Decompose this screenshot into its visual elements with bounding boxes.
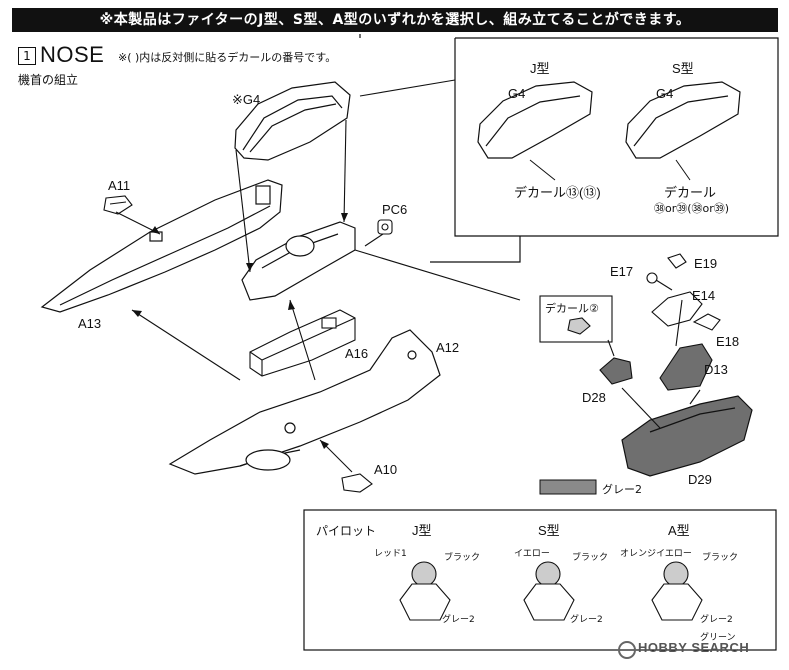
variant-s-decal-line2: ㊳or㊴(㊳or㊴) xyxy=(654,202,730,215)
label-e19: E19 xyxy=(694,256,718,271)
pilot-s-visor-color: ブラック xyxy=(572,553,609,563)
canopy-g4 xyxy=(234,81,351,161)
label-d28: D28 xyxy=(582,390,606,405)
pilot-a-visor-color: ブラック xyxy=(702,553,739,563)
pilot-s xyxy=(523,561,575,621)
canopy-j-variant xyxy=(477,81,593,159)
watermark: HOBBY SEARCH xyxy=(638,640,750,655)
pilot-a-suit2-color: グリーン xyxy=(700,633,736,643)
label-e14: E14 xyxy=(692,288,716,303)
canopy-variant-frame xyxy=(359,34,779,237)
part-e14 xyxy=(651,291,703,327)
step-subtitle: 機首の組立 xyxy=(18,73,79,87)
label-e17: E17 xyxy=(610,264,634,279)
part-e19 xyxy=(667,253,687,269)
part-a11 xyxy=(103,195,133,215)
decal-note: ※( )内は反対側に貼るデカールの番号です。 xyxy=(118,51,337,64)
part-d29 xyxy=(621,395,753,477)
variant-s-title: S型 xyxy=(672,61,694,76)
part-a10 xyxy=(341,473,373,493)
pilot-a-suit-color: グレー2 xyxy=(700,615,733,625)
pilot-s-helmet-color: イエロー xyxy=(514,549,550,559)
step-number: 1 xyxy=(18,47,36,65)
pilot-a xyxy=(651,561,703,621)
canopy-s-variant xyxy=(625,81,741,159)
grey2-swatch xyxy=(539,479,597,495)
legend-grey2: グレー2 xyxy=(602,483,642,496)
variant-s-part: G4 xyxy=(656,86,674,101)
label-d29: D29 xyxy=(688,472,712,487)
part-e17 xyxy=(646,272,673,291)
pilot-j xyxy=(399,561,451,621)
part-d28 xyxy=(599,357,633,385)
label-a13: A13 xyxy=(78,316,102,331)
label-e18: E18 xyxy=(716,334,740,349)
label-g4: ※G4 xyxy=(232,92,261,107)
label-decal-2: デカール② xyxy=(545,302,599,315)
variant-s-decal-line1: デカール xyxy=(664,185,717,200)
pilot-j-visor-color: ブラック xyxy=(444,553,481,563)
part-e18 xyxy=(692,313,721,331)
variant-j-title: J型 xyxy=(530,61,550,76)
part-d13 xyxy=(659,343,713,391)
variant-j-decal: デカール⑬(⑬) xyxy=(514,185,601,200)
part-pc6 xyxy=(377,219,393,235)
label-a16: A16 xyxy=(345,346,369,361)
label-a12: A12 xyxy=(436,340,460,355)
part-a13 xyxy=(40,179,283,313)
pilot-s-title: S型 xyxy=(538,523,560,538)
pilot-a-helmet-color: オレンジイエロー xyxy=(620,549,692,559)
label-a11: A11 xyxy=(108,178,131,193)
label-d13: D13 xyxy=(704,362,728,377)
part-a16 xyxy=(249,309,356,377)
pilot-j-title: J型 xyxy=(412,523,432,538)
part-a12 xyxy=(168,329,441,475)
pilot-a-title: A型 xyxy=(668,523,690,538)
label-pc6: PC6 xyxy=(382,202,408,217)
cockpit-tub xyxy=(241,221,356,301)
variant-j-part: G4 xyxy=(508,86,526,101)
watermark-icon xyxy=(618,641,636,659)
decal-2-callout xyxy=(539,295,613,343)
pilot-s-suit-color: グレー2 xyxy=(570,615,603,625)
top-banner: ※本製品はファイターのJ型、S型、A型のいずれかを選択し、組み立てることができま… xyxy=(12,8,778,32)
pilot-j-helmet-color: レッド1 xyxy=(374,549,407,559)
label-a10: A10 xyxy=(374,462,398,477)
pilot-panel-frame xyxy=(303,509,777,651)
pilot-title: パイロット xyxy=(316,524,377,538)
pilot-j-suit-color: グレー2 xyxy=(442,615,475,625)
step-title: NOSE xyxy=(40,42,105,67)
